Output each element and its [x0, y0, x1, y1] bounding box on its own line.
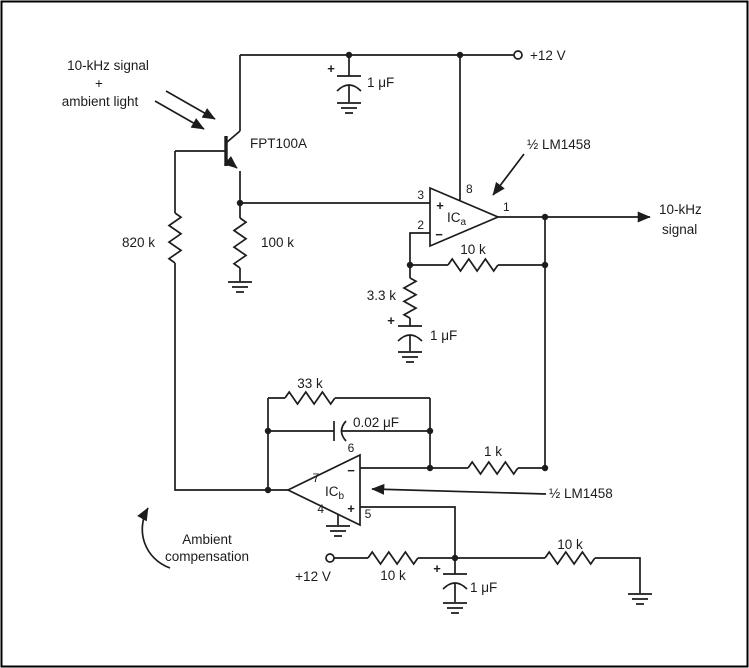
- input-plus: +: [95, 76, 103, 91]
- phototransistor-fpt100a: FPT100A: [224, 130, 307, 169]
- resistor-10k-bias-left: 10 k: [367, 550, 419, 583]
- ica-pin-1: 1: [503, 200, 510, 214]
- capacitor-top-1uf: + 1 μF: [327, 55, 394, 102]
- opamp-note-top: ½ LM1458: [492, 137, 591, 196]
- light-arrow-2: [165, 90, 216, 120]
- input-line1: 10-kHz signal: [67, 58, 149, 73]
- output-line1: 10-kHz: [659, 202, 702, 217]
- wires: [174, 54, 641, 593]
- resistor-1k: 1 k: [467, 444, 519, 476]
- ground-symbols: [228, 102, 652, 614]
- ambient-annotation: Ambient compensation: [137, 507, 249, 569]
- ground-top-cap: [337, 102, 361, 114]
- resistor-10k-feedback-label: 10 k: [460, 242, 486, 257]
- ground-mid-cap: [398, 351, 422, 363]
- capacitor-mid-plus: +: [387, 313, 395, 328]
- ambient-line1: Ambient: [182, 532, 232, 547]
- ground-100k: [228, 281, 252, 293]
- capacitor-bottom-label: 1 μF: [470, 580, 497, 595]
- ica-name: ICa: [447, 210, 467, 228]
- icb-pin-5: 5: [365, 507, 372, 521]
- ground-bottom-right: [628, 593, 652, 605]
- capacitor-top-label: 1 μF: [367, 75, 394, 90]
- opamp-note-top-label: ½ LM1458: [527, 137, 591, 152]
- capacitor-mid-1uf: + 1 μF: [387, 313, 457, 351]
- opamp-ica: 3 2 8 1 + − ICa: [417, 182, 510, 248]
- resistor-3p3k-label: 3.3 k: [367, 288, 397, 303]
- junction-dots: [236, 51, 549, 562]
- ground-icb-pin4: [326, 525, 350, 537]
- opamp-icb: 6 5 4 7 − + ICb: [286, 441, 372, 527]
- opamp-note-top-arrow: [492, 153, 525, 196]
- opamp-note-bottom: ½ LM1458: [371, 483, 613, 501]
- resistor-3p3k: 3.3 k: [367, 277, 418, 319]
- resistor-100k-label: 100 k: [261, 235, 294, 250]
- capacitor-bottom-1uf: + 1 μF: [433, 558, 497, 602]
- capacitor-top-plus: +: [327, 61, 335, 76]
- icb-name: ICb: [325, 484, 345, 502]
- resistor-10k-feedback: 10 k: [447, 242, 499, 273]
- resistor-820k-label: 820 k: [122, 235, 155, 250]
- icb-pin-7: 7: [313, 471, 320, 485]
- output-annotation: 10-kHz signal: [498, 202, 702, 237]
- opamp-note-bottom-label: ½ LM1458: [549, 486, 613, 501]
- capacitor-mid-label: 1 μF: [430, 328, 457, 343]
- ica-pin-2: 2: [417, 218, 424, 232]
- resistor-33k-label: 33 k: [297, 376, 323, 391]
- ica-pin-8: 8: [466, 182, 473, 196]
- opamp-note-bottom-arrow: [371, 483, 547, 495]
- input-annotation: 10-kHz signal + ambient light: [62, 58, 216, 130]
- transistor-emitter-arrow: [224, 155, 238, 169]
- supply-terminal-top: +12 V: [513, 48, 566, 63]
- resistor-820k: 820 k: [122, 212, 183, 264]
- ica-pin-3: 3: [417, 188, 424, 202]
- ica-noninv-sign: +: [436, 198, 444, 213]
- ica-inv-sign: −: [435, 227, 443, 242]
- resistor-1k-label: 1 k: [484, 444, 502, 459]
- light-arrow-1: [154, 100, 205, 130]
- ambient-line2: compensation: [165, 549, 249, 564]
- capacitor-bottom-plus: +: [433, 561, 441, 576]
- terminal-circle-bottom: [325, 553, 335, 563]
- terminal-circle-top: [513, 50, 523, 60]
- supply-bottom-label: +12 V: [295, 569, 331, 584]
- resistor-10k-bias-left-label: 10 k: [380, 568, 406, 583]
- capacitor-feedback-0p02uf: 0.02 μF: [268, 415, 430, 442]
- capacitor-feedback-label: 0.02 μF: [353, 415, 399, 430]
- supply-top-label: +12 V: [530, 48, 566, 63]
- transistor-label: FPT100A: [250, 136, 307, 151]
- ambient-curved-arrow: [137, 507, 171, 569]
- opamp-ica-triangle: [429, 186, 501, 248]
- resistor-10k-bias-right-label: 10 k: [557, 537, 583, 552]
- transistor-collector: [225, 130, 241, 144]
- icb-inv-sign: −: [347, 463, 355, 478]
- icb-noninv-sign: +: [347, 501, 355, 516]
- output-line2: signal: [662, 222, 697, 237]
- input-line2: ambient light: [62, 94, 139, 109]
- icb-pin-4: 4: [317, 502, 324, 516]
- ground-bottom-cap: [443, 602, 467, 614]
- supply-terminal-bottom: +12 V: [295, 553, 335, 584]
- resistor-10k-bias-right: 10 k: [544, 537, 596, 566]
- resistor-100k: 100 k: [232, 217, 294, 269]
- icb-pin-6: 6: [348, 441, 355, 455]
- opamp-icb-triangle: [286, 453, 361, 527]
- resistor-33k: 33 k: [284, 376, 336, 406]
